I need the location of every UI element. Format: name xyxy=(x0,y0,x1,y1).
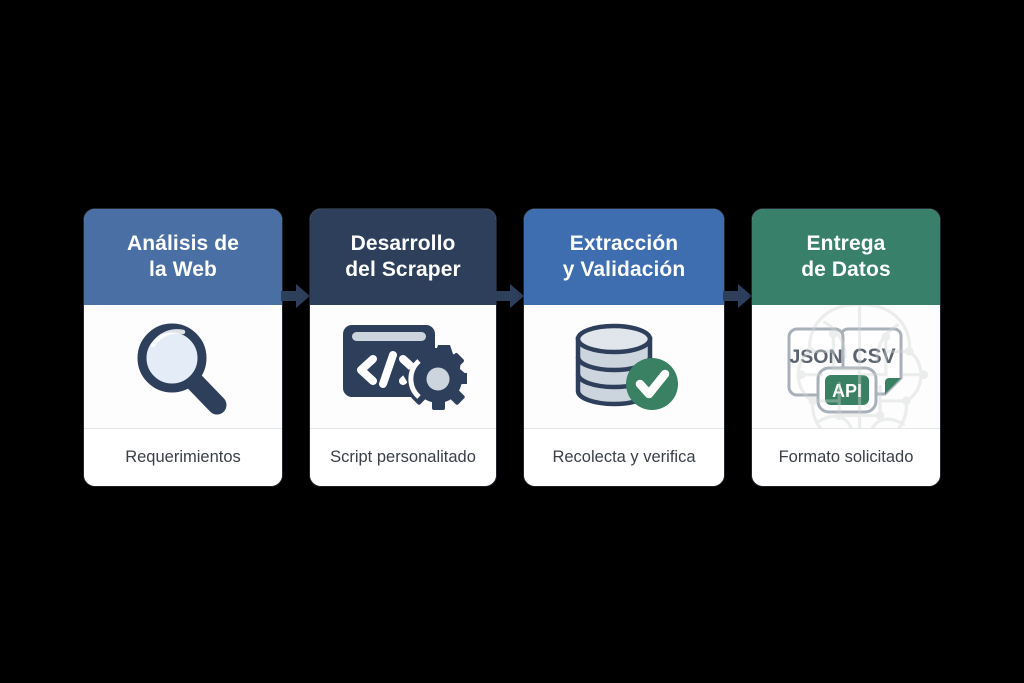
arrow-right-icon xyxy=(723,284,752,308)
step-title-line-2: de Datos xyxy=(801,258,891,281)
arrow-right-icon xyxy=(495,284,524,308)
code-window-gear-icon xyxy=(310,305,496,428)
step-title-line-1: Análisis de xyxy=(127,232,239,256)
database-check-icon xyxy=(524,305,724,428)
data-formats-icon: CSV JSON API xyxy=(752,305,940,428)
step-footer-analisis: Requerimientos xyxy=(84,428,282,486)
step-header-analisis: Análisis de la Web xyxy=(84,209,282,305)
step-header-desarrollo: Desarrollo del Scraper xyxy=(310,209,496,305)
magnifier-icon xyxy=(84,305,282,428)
step-title-line-2: la Web xyxy=(149,258,217,281)
step-title-line-1: Entrega xyxy=(806,232,886,256)
step-title-line-1: Desarrollo xyxy=(350,232,456,256)
step-footer-entrega: Formato solicitado xyxy=(752,428,940,486)
step-footer-desarrollo: Script personalitado xyxy=(310,428,496,486)
connector-3 xyxy=(723,275,752,317)
step-body-desarrollo xyxy=(310,305,496,428)
step-footer-extraccion: Recolecta y verifica xyxy=(524,428,724,486)
format-badge-label-csv: CSV xyxy=(852,345,895,368)
step-card-analisis[interactable]: Análisis de la Web Requerimientos xyxy=(84,209,282,486)
step-card-entrega[interactable]: Entrega de Datos CSV JSON xyxy=(752,209,940,486)
step-body-analisis xyxy=(84,305,282,428)
step-header-extraccion: Extracción y Validación xyxy=(524,209,724,305)
step-body-entrega: CSV JSON API xyxy=(752,305,940,428)
connector-2 xyxy=(495,275,524,317)
arrow-right-icon xyxy=(281,284,310,308)
format-badge-label-json: JSON xyxy=(789,346,842,368)
process-flow-row: Análisis de la Web Requerimientos xyxy=(84,209,940,486)
step-body-extraccion xyxy=(524,305,724,428)
step-header-entrega: Entrega de Datos xyxy=(752,209,940,305)
step-title-line-1: Extracción xyxy=(569,232,679,256)
step-title-line-2: y Validación xyxy=(562,258,686,281)
format-badge-label-api: API xyxy=(832,381,862,401)
step-title-line-2: del Scraper xyxy=(345,258,461,281)
step-card-extraccion[interactable]: Extracción y Validación xyxy=(524,209,724,486)
step-card-desarrollo[interactable]: Desarrollo del Scraper xyxy=(310,209,496,486)
connector-1 xyxy=(281,275,310,317)
